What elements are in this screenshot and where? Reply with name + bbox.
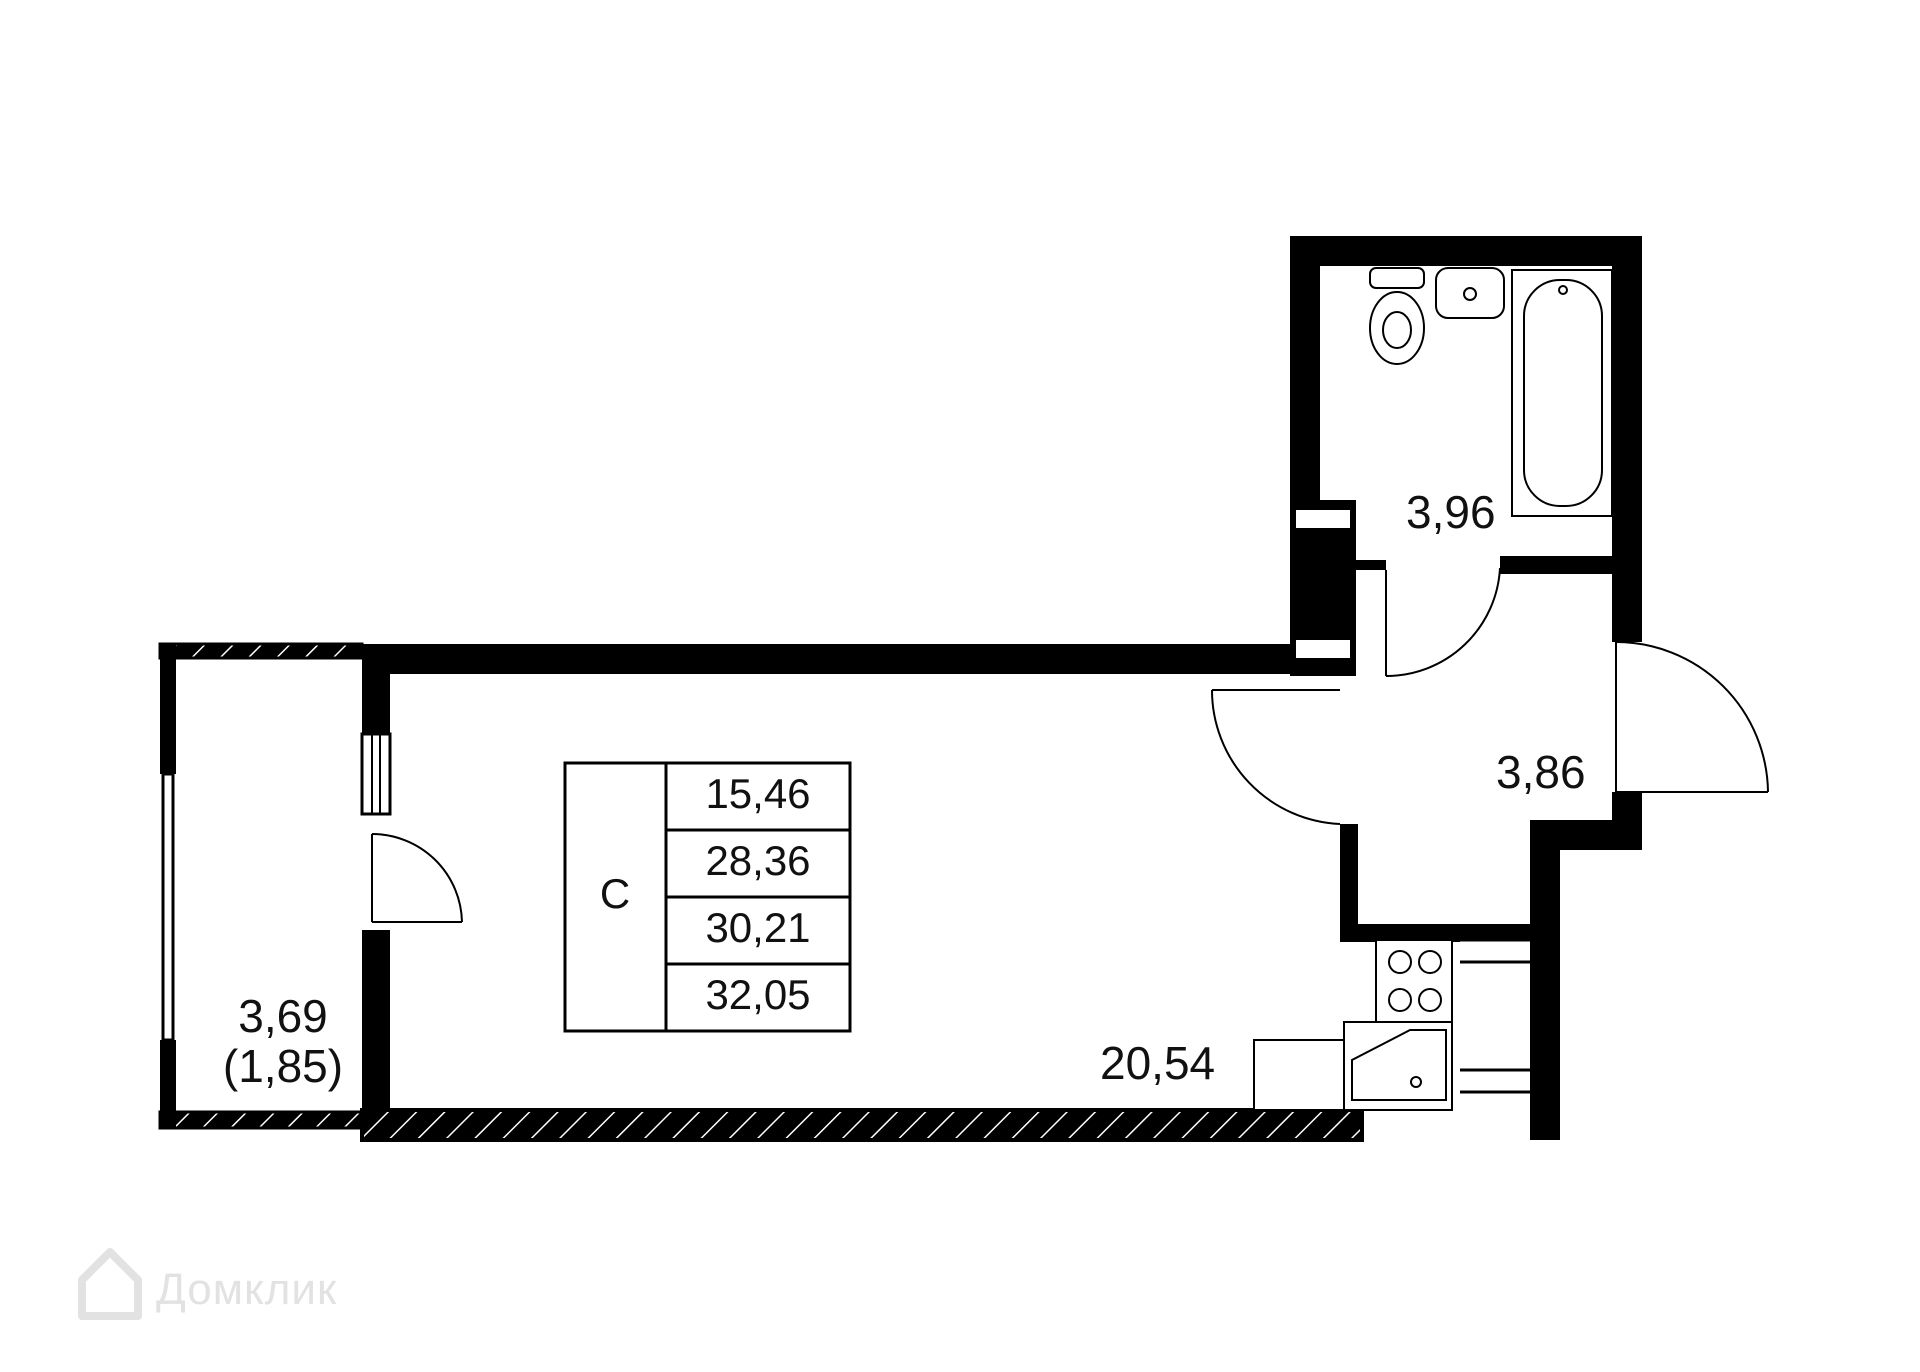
bathroom-window — [1296, 510, 1350, 658]
toilet — [1369, 267, 1425, 365]
main-room-area-label: 20,54 — [1100, 1037, 1215, 1089]
hall-area-label: 3,86 — [1496, 746, 1586, 798]
bathroom-walls — [1290, 236, 1642, 676]
hallway-walls — [1340, 792, 1642, 1140]
kitchen-window — [1460, 938, 1530, 1094]
area-value-1: 15,46 — [705, 770, 810, 817]
summary-table: С 15,46 28,36 30,21 32,05 — [563, 761, 852, 1033]
bathtub — [1511, 269, 1613, 517]
balcony-door — [371, 833, 463, 923]
domclick-watermark: Домклик — [78, 1248, 337, 1320]
sink — [1435, 267, 1505, 319]
hallway-door — [1210, 689, 1341, 825]
balcony-area-label: 3,69 — [238, 990, 328, 1042]
entrance-door — [1615, 641, 1769, 793]
main-room-walls — [360, 644, 1364, 1142]
house-logo-icon — [78, 1248, 142, 1320]
fridge — [1253, 1039, 1345, 1111]
window-main-left — [360, 732, 392, 816]
bathroom-door — [1385, 567, 1501, 678]
area-value-3: 30,21 — [705, 904, 810, 951]
bathroom-area-label: 3,96 — [1406, 486, 1496, 538]
apartment-type-label: С — [600, 870, 630, 917]
kitchen-sink — [1343, 1021, 1453, 1111]
balcony-reduced-area-label: (1,85) — [223, 1040, 343, 1092]
stove — [1375, 939, 1453, 1023]
area-value-4: 32,05 — [705, 971, 810, 1018]
watermark-text: Домклик — [156, 1265, 337, 1314]
balcony — [158, 642, 364, 1130]
area-value-2: 28,36 — [705, 837, 810, 884]
